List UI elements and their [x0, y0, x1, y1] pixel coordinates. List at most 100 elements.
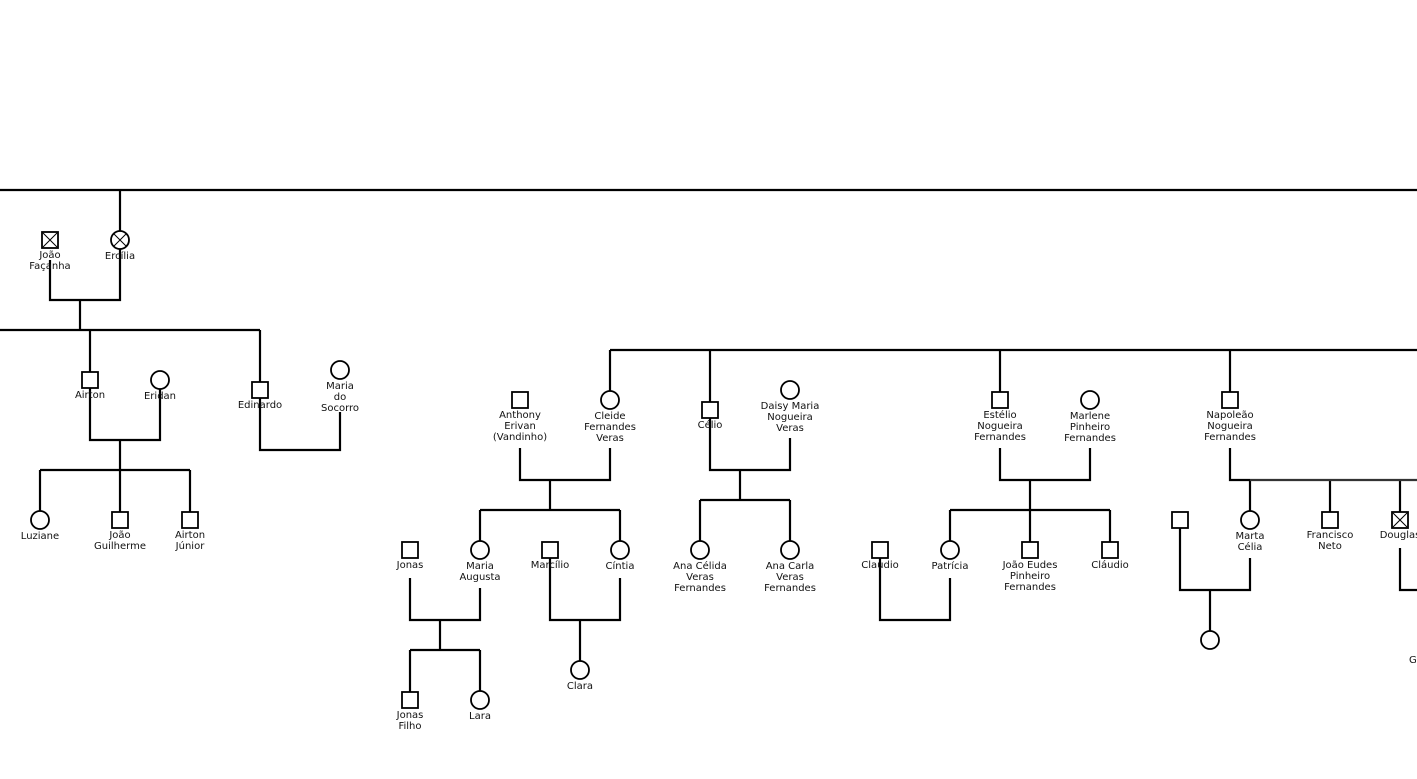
male-square-icon — [1021, 541, 1039, 559]
person-name-line: Ana Célida — [673, 560, 727, 572]
female-circle-icon — [940, 540, 960, 560]
person-name-line: Pinheiro — [1010, 571, 1050, 582]
person-name-line: Ana Carla — [766, 561, 815, 572]
person-name-line: João — [108, 530, 130, 541]
person-name-line: (Vandinho) — [493, 432, 547, 443]
person-ercilia[interactable]: Ercília — [105, 230, 135, 262]
person-name-line: Eridan — [144, 391, 176, 402]
female-circle-icon — [1240, 510, 1260, 530]
person-name-line: Daisy Maria — [761, 401, 820, 412]
person-name-line: Estélio — [983, 409, 1016, 421]
male-square-icon — [1101, 541, 1119, 559]
female-circle-icon — [690, 540, 710, 560]
person-douglas[interactable]: Douglas — [1380, 511, 1417, 541]
male-square-icon — [511, 391, 529, 409]
person-name-line: Neto — [1318, 541, 1342, 552]
person-name-line: Veras — [596, 433, 624, 444]
person-name-line: Veras — [776, 572, 804, 583]
person-name-line: Lara — [469, 711, 491, 722]
connector-line-29 — [998, 448, 1092, 482]
person-airton[interactable]: Airton — [75, 371, 105, 401]
connector-line-19 — [518, 448, 612, 482]
person-celio[interactable]: Célio — [698, 401, 723, 431]
person-name-line: Fernandes — [674, 583, 726, 594]
person-unnamed-female[interactable] — [1200, 630, 1220, 650]
deceased-cross-icon — [113, 233, 127, 247]
person-name-line: Veras — [776, 423, 804, 434]
person-name-line: Douglas — [1380, 530, 1417, 541]
person-name-line: Edinardo — [238, 400, 282, 411]
female-circle-icon — [1080, 390, 1100, 410]
female-circle-icon — [470, 540, 490, 560]
person-unnamed-male[interactable] — [1171, 511, 1189, 529]
female-circle-icon — [330, 360, 350, 380]
person-name-line: Nogueira — [767, 412, 812, 423]
female-circle-icon — [30, 510, 50, 530]
person-lara[interactable]: Lara — [469, 690, 491, 722]
connector-line-35 — [408, 578, 482, 622]
person-name-line: Fernandes — [1064, 433, 1116, 444]
person-name-line: Cleide — [594, 411, 625, 422]
person-name-line: Façanha — [29, 261, 70, 272]
person-claudio2[interactable]: Cláudio — [1091, 541, 1129, 571]
person-name-line: Maria — [326, 381, 354, 392]
person-jonas[interactable]: Jonas — [396, 541, 424, 571]
male-square-icon — [1321, 511, 1339, 529]
male-square-icon — [1221, 391, 1239, 409]
person-name-line: Marta — [1236, 531, 1265, 542]
male-square-icon — [701, 401, 719, 419]
person-name-line: Célio — [698, 419, 723, 431]
person-eridan[interactable]: Eridan — [144, 370, 176, 402]
person-name-line: Fernandes — [1204, 432, 1256, 443]
person-name-line: Augusta — [459, 572, 500, 583]
person-name-line: Jonas — [396, 560, 424, 571]
male-square-icon — [871, 541, 889, 559]
person-clara[interactable]: Clara — [567, 660, 593, 692]
person-name-line: Anthony — [499, 410, 541, 421]
person-name-line: Marlene — [1070, 411, 1110, 422]
male-square-icon — [81, 371, 99, 389]
person-name-line: Fernandes — [1004, 582, 1056, 593]
female-circle-icon — [150, 370, 170, 390]
cut-off-label: G — [1409, 655, 1417, 666]
person-name-line: Marcílio — [531, 559, 570, 571]
person-name-line: Guilherme — [94, 541, 146, 552]
female-circle-icon — [610, 540, 630, 560]
male-square-icon — [251, 381, 269, 399]
person-name-line: Fernandes — [764, 583, 816, 594]
person-patricia[interactable]: Patrícia — [932, 540, 969, 572]
person-marcilio[interactable]: Marcílio — [531, 541, 570, 571]
female-circle-icon — [570, 660, 590, 680]
person-edinardo[interactable]: Edinardo — [238, 381, 282, 411]
male-square-icon — [401, 541, 419, 559]
person-luziane[interactable]: Luziane — [21, 510, 59, 542]
male-square-icon — [1171, 511, 1189, 529]
person-name-line: Socorro — [321, 403, 359, 414]
person-name-line: Nogueira — [1207, 421, 1252, 432]
person-name-line: Erivan — [504, 421, 536, 432]
person-claudio1[interactable]: Claudio — [861, 541, 899, 571]
person-name-line: Nogueira — [977, 421, 1022, 432]
person-name-line: Airton — [175, 530, 205, 541]
person-cintia[interactable]: Cíntia — [606, 540, 635, 572]
person-name-line: Airton — [75, 390, 105, 401]
female-circle-icon — [600, 390, 620, 410]
